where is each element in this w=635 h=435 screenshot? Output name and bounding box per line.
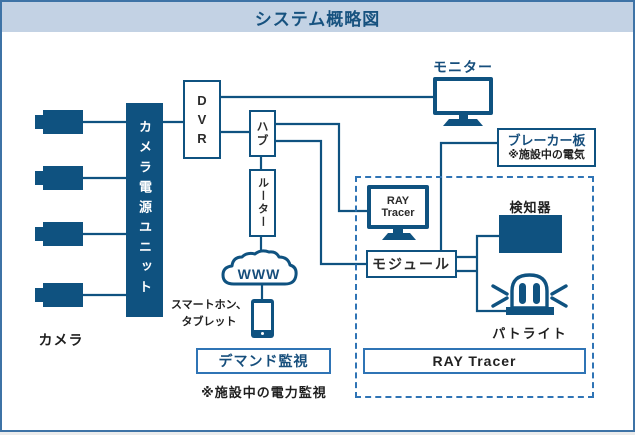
camera-power-unit: カメラ電源ユニット [126,103,163,317]
cameras-label: カメラ [38,332,84,348]
detector-label: 検知器 [509,200,552,215]
ray-tracer-group-label-box: RAY Tracer [363,348,586,374]
ray-tracer-monitor-icon: RAY Tracer [367,185,429,229]
www-label: WWW [238,266,281,282]
camera-lens [35,171,44,185]
smartphone-icon [251,299,274,338]
patlite-icon [491,273,568,315]
patlite-rays [491,284,568,308]
camera-body [43,222,83,246]
breaker-board-label: ブレーカー板 [507,132,586,148]
module-box: モジュール [366,250,457,278]
monitor-label: モニター [433,59,493,75]
smartphone-home-button [261,332,264,335]
ray-tracer-line2: Tracer [381,207,415,219]
smartphone-label: スマートホン、 タブレット [170,297,248,330]
patlite-dome [510,273,549,310]
demand-monitoring-box: デマンド監視 [196,348,331,374]
www-cloud-icon: WWW [221,249,298,286]
dvr-label: DVR [194,93,210,150]
module-label: モジュール [371,256,452,272]
patlite-base [506,307,554,315]
smartphone-screen [254,303,271,330]
breaker-board-box: ブレーカー板 ※施設中の電気 [497,128,596,167]
page-title: システム概略図 [254,9,381,29]
ray-tracer-group-outline [355,176,594,398]
patlite-stripe-right [533,283,540,304]
router-box: ルーター [249,169,276,237]
monitor-stand-base [443,119,483,126]
camera-power-unit-label: カメラ電源ユニット [137,120,152,300]
camera-icon [35,222,83,246]
breaker-board-note: ※施設中の電気 [508,148,585,161]
monitor-icon [433,77,493,115]
monitor-stand-neck [459,114,468,120]
cloud-shape [221,249,298,286]
wire-hub-raytracer [276,122,367,213]
router-label: ルーター [256,177,269,229]
ray-tracer-stand-base [382,233,416,240]
detector-icon [499,215,562,253]
ray-tracer-stand-neck [393,228,403,234]
dvr-box: DVR [183,80,221,159]
smartphone-label-line2: タブレット [181,315,237,328]
patlite-stripe-left [519,283,526,304]
demand-monitoring-label: デマンド監視 [218,353,309,369]
camera-icon [35,283,83,307]
ray-tracer-line1: RAY [386,194,410,207]
patlite-label: パトライト [492,326,568,341]
camera-lens [35,288,44,302]
camera-lens [35,227,44,241]
wire-hub-module [276,139,366,266]
camera-icon [35,110,83,134]
smartphone-label-line1: スマートホン、 [170,299,247,311]
hub-label: ハブ [255,119,269,148]
camera-body [43,110,83,134]
camera-body [43,166,83,190]
header-band: システム概略図 [2,2,633,32]
hub-box: ハブ [249,110,276,157]
camera-body [43,283,83,307]
camera-lens [35,115,44,129]
ray-tracer-group-label: RAY Tracer [432,353,517,369]
demand-monitoring-note: ※施設中の電力監視 [201,385,327,400]
camera-icon [35,166,83,190]
